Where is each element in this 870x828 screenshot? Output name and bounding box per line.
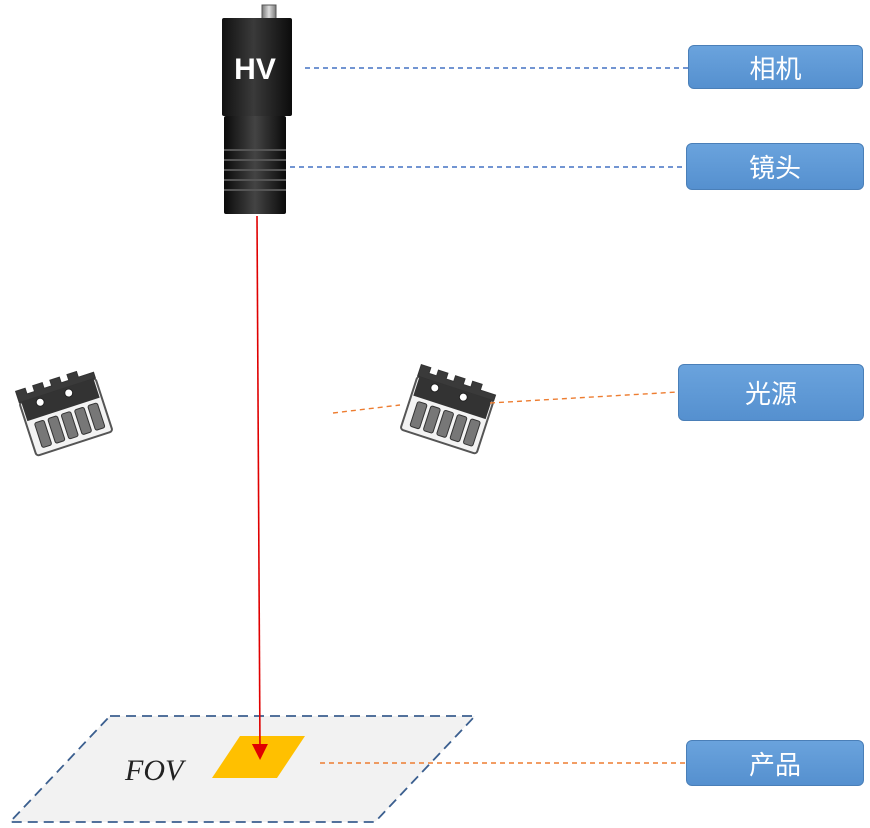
camera-top-knob: [261, 4, 277, 20]
camera-brand-text: HV: [234, 53, 276, 86]
fov-label: FOV: [124, 754, 187, 787]
lens: [224, 116, 286, 214]
light-source-left: [14, 365, 114, 457]
light-source-right: [399, 363, 499, 455]
light-leader-line-left: [332, 404, 401, 414]
light-leader-line-right: [489, 391, 679, 404]
optical-axis-arrow: [251, 215, 268, 760]
product-label: 产品: [686, 740, 864, 786]
camera: HV: [222, 4, 292, 116]
light-source-label: 光源: [678, 364, 864, 421]
lens-label: 镜头: [686, 143, 864, 190]
camera-label: 相机: [688, 45, 863, 89]
camera-body: [222, 18, 292, 116]
